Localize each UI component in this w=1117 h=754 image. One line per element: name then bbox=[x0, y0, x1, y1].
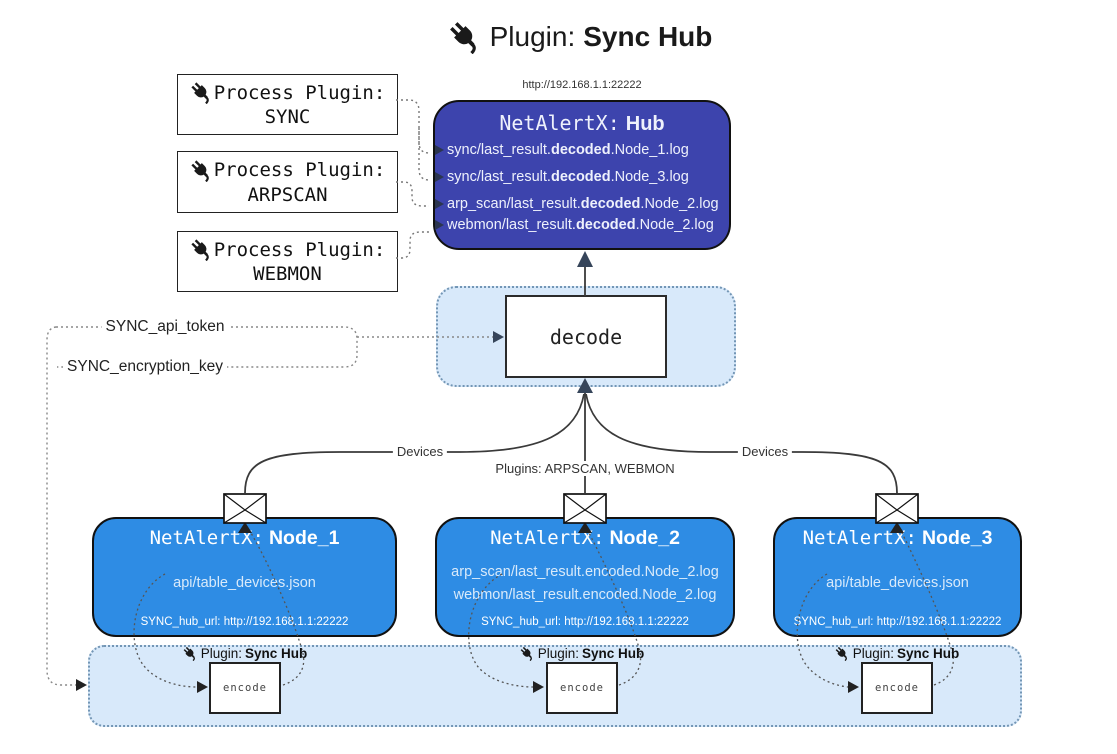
hub-url-label: http://192.168.1.1:22222 bbox=[522, 79, 642, 91]
page-title: Plugin: Sync Hub bbox=[380, 14, 780, 60]
hub-log-line: sync/last_result.decoded.Node_1.log bbox=[435, 141, 729, 158]
decode-box: decode bbox=[505, 295, 667, 378]
node-file: api/table_devices.json bbox=[826, 575, 969, 591]
process-plugin-name: ARPSCAN bbox=[247, 183, 328, 206]
plugin-to-hub-connectors bbox=[396, 99, 430, 259]
hub-title-name: Hub bbox=[625, 113, 665, 135]
arrow-into-band-icon bbox=[76, 679, 87, 691]
hub-title-prefix: NetAlertX: bbox=[499, 111, 620, 135]
title-name: Sync Hub bbox=[583, 21, 713, 52]
encoder-label-2: Plugin:Sync Hub bbox=[520, 646, 644, 661]
encode-box-2: encode bbox=[546, 662, 618, 714]
node-hub-url: SYNC_hub_url: http://192.168.1.1:22222 bbox=[481, 616, 689, 628]
encoder-label-1: Plugin:Sync Hub bbox=[183, 646, 307, 661]
encoder-label-3: Plugin:Sync Hub bbox=[835, 646, 959, 661]
encode-box-1: encode bbox=[209, 662, 281, 714]
arrow-right-icon bbox=[435, 144, 444, 155]
plug-icon bbox=[190, 81, 213, 104]
node-title: NetAlertX:Node_3 bbox=[802, 527, 993, 549]
node-file: api/table_devices.json bbox=[173, 575, 316, 591]
hub-box: NetAlertX:Hub sync/last_result.decoded.N… bbox=[433, 100, 731, 250]
plug-icon bbox=[190, 238, 213, 261]
node-1-box: NetAlertX:Node_1 api/table_devices.json … bbox=[92, 517, 397, 637]
process-plugin-sync: Process Plugin: SYNC bbox=[177, 74, 398, 135]
node-hub-url: SYNC_hub_url: http://192.168.1.1:22222 bbox=[140, 616, 349, 628]
node-file: webmon/last_result.encoded.Node_2.log bbox=[453, 586, 717, 603]
hub-log-line: sync/last_result.decoded.Node_3.log bbox=[435, 168, 729, 185]
node-file: arp_scan/last_result.encoded.Node_2.log bbox=[451, 563, 719, 580]
devices-left-label: Devices bbox=[392, 444, 448, 459]
sync-encryption-key-label: SYNC_encryption_key bbox=[63, 358, 227, 376]
process-plugin-label: Process Plugin: bbox=[213, 81, 386, 104]
plug-icon bbox=[183, 646, 198, 661]
node-2-box: NetAlertX:Node_2 arp_scan/last_result.en… bbox=[435, 517, 735, 637]
arrow-up-into-hub-icon bbox=[577, 251, 593, 267]
encode-box-3: encode bbox=[861, 662, 933, 714]
process-plugin-label: Process Plugin: bbox=[213, 159, 386, 181]
arrow-right-icon bbox=[435, 198, 444, 209]
node-3-box: NetAlertX:Node_3 api/table_devices.json … bbox=[773, 517, 1022, 637]
plugins-center-label: Plugins: ARPSCAN, WEBMON bbox=[491, 461, 679, 476]
devices-right-label: Devices bbox=[737, 444, 793, 459]
plug-icon bbox=[520, 646, 535, 661]
arrow-right-icon bbox=[435, 219, 444, 230]
plug-icon bbox=[190, 159, 213, 182]
process-plugin-webmon: Process Plugin: WEBMON bbox=[177, 231, 398, 292]
hub-title: NetAlertX:Hub bbox=[435, 111, 729, 136]
title-prefix: Plugin: bbox=[489, 21, 576, 52]
plug-icon bbox=[448, 20, 482, 54]
node-title: NetAlertX:Node_2 bbox=[490, 527, 680, 549]
process-plugin-name: SYNC bbox=[264, 106, 311, 128]
process-plugin-label: Process Plugin: bbox=[213, 238, 386, 261]
node-hub-url: SYNC_hub_url: http://192.168.1.1:22222 bbox=[793, 616, 1002, 628]
arrow-right-icon bbox=[435, 171, 444, 182]
process-plugin-name: WEBMON bbox=[253, 263, 322, 285]
sync-api-token-label: SYNC_api_token bbox=[101, 318, 229, 336]
hub-log-line: webmon/last_result.decoded.Node_2.log bbox=[435, 216, 729, 233]
node-title: NetAlertX:Node_1 bbox=[149, 527, 340, 549]
plug-icon bbox=[835, 646, 850, 661]
hub-log-line: arp_scan/last_result.decoded.Node_2.log bbox=[435, 195, 729, 212]
process-plugin-arpscan: Process Plugin: ARPSCAN bbox=[177, 151, 398, 213]
